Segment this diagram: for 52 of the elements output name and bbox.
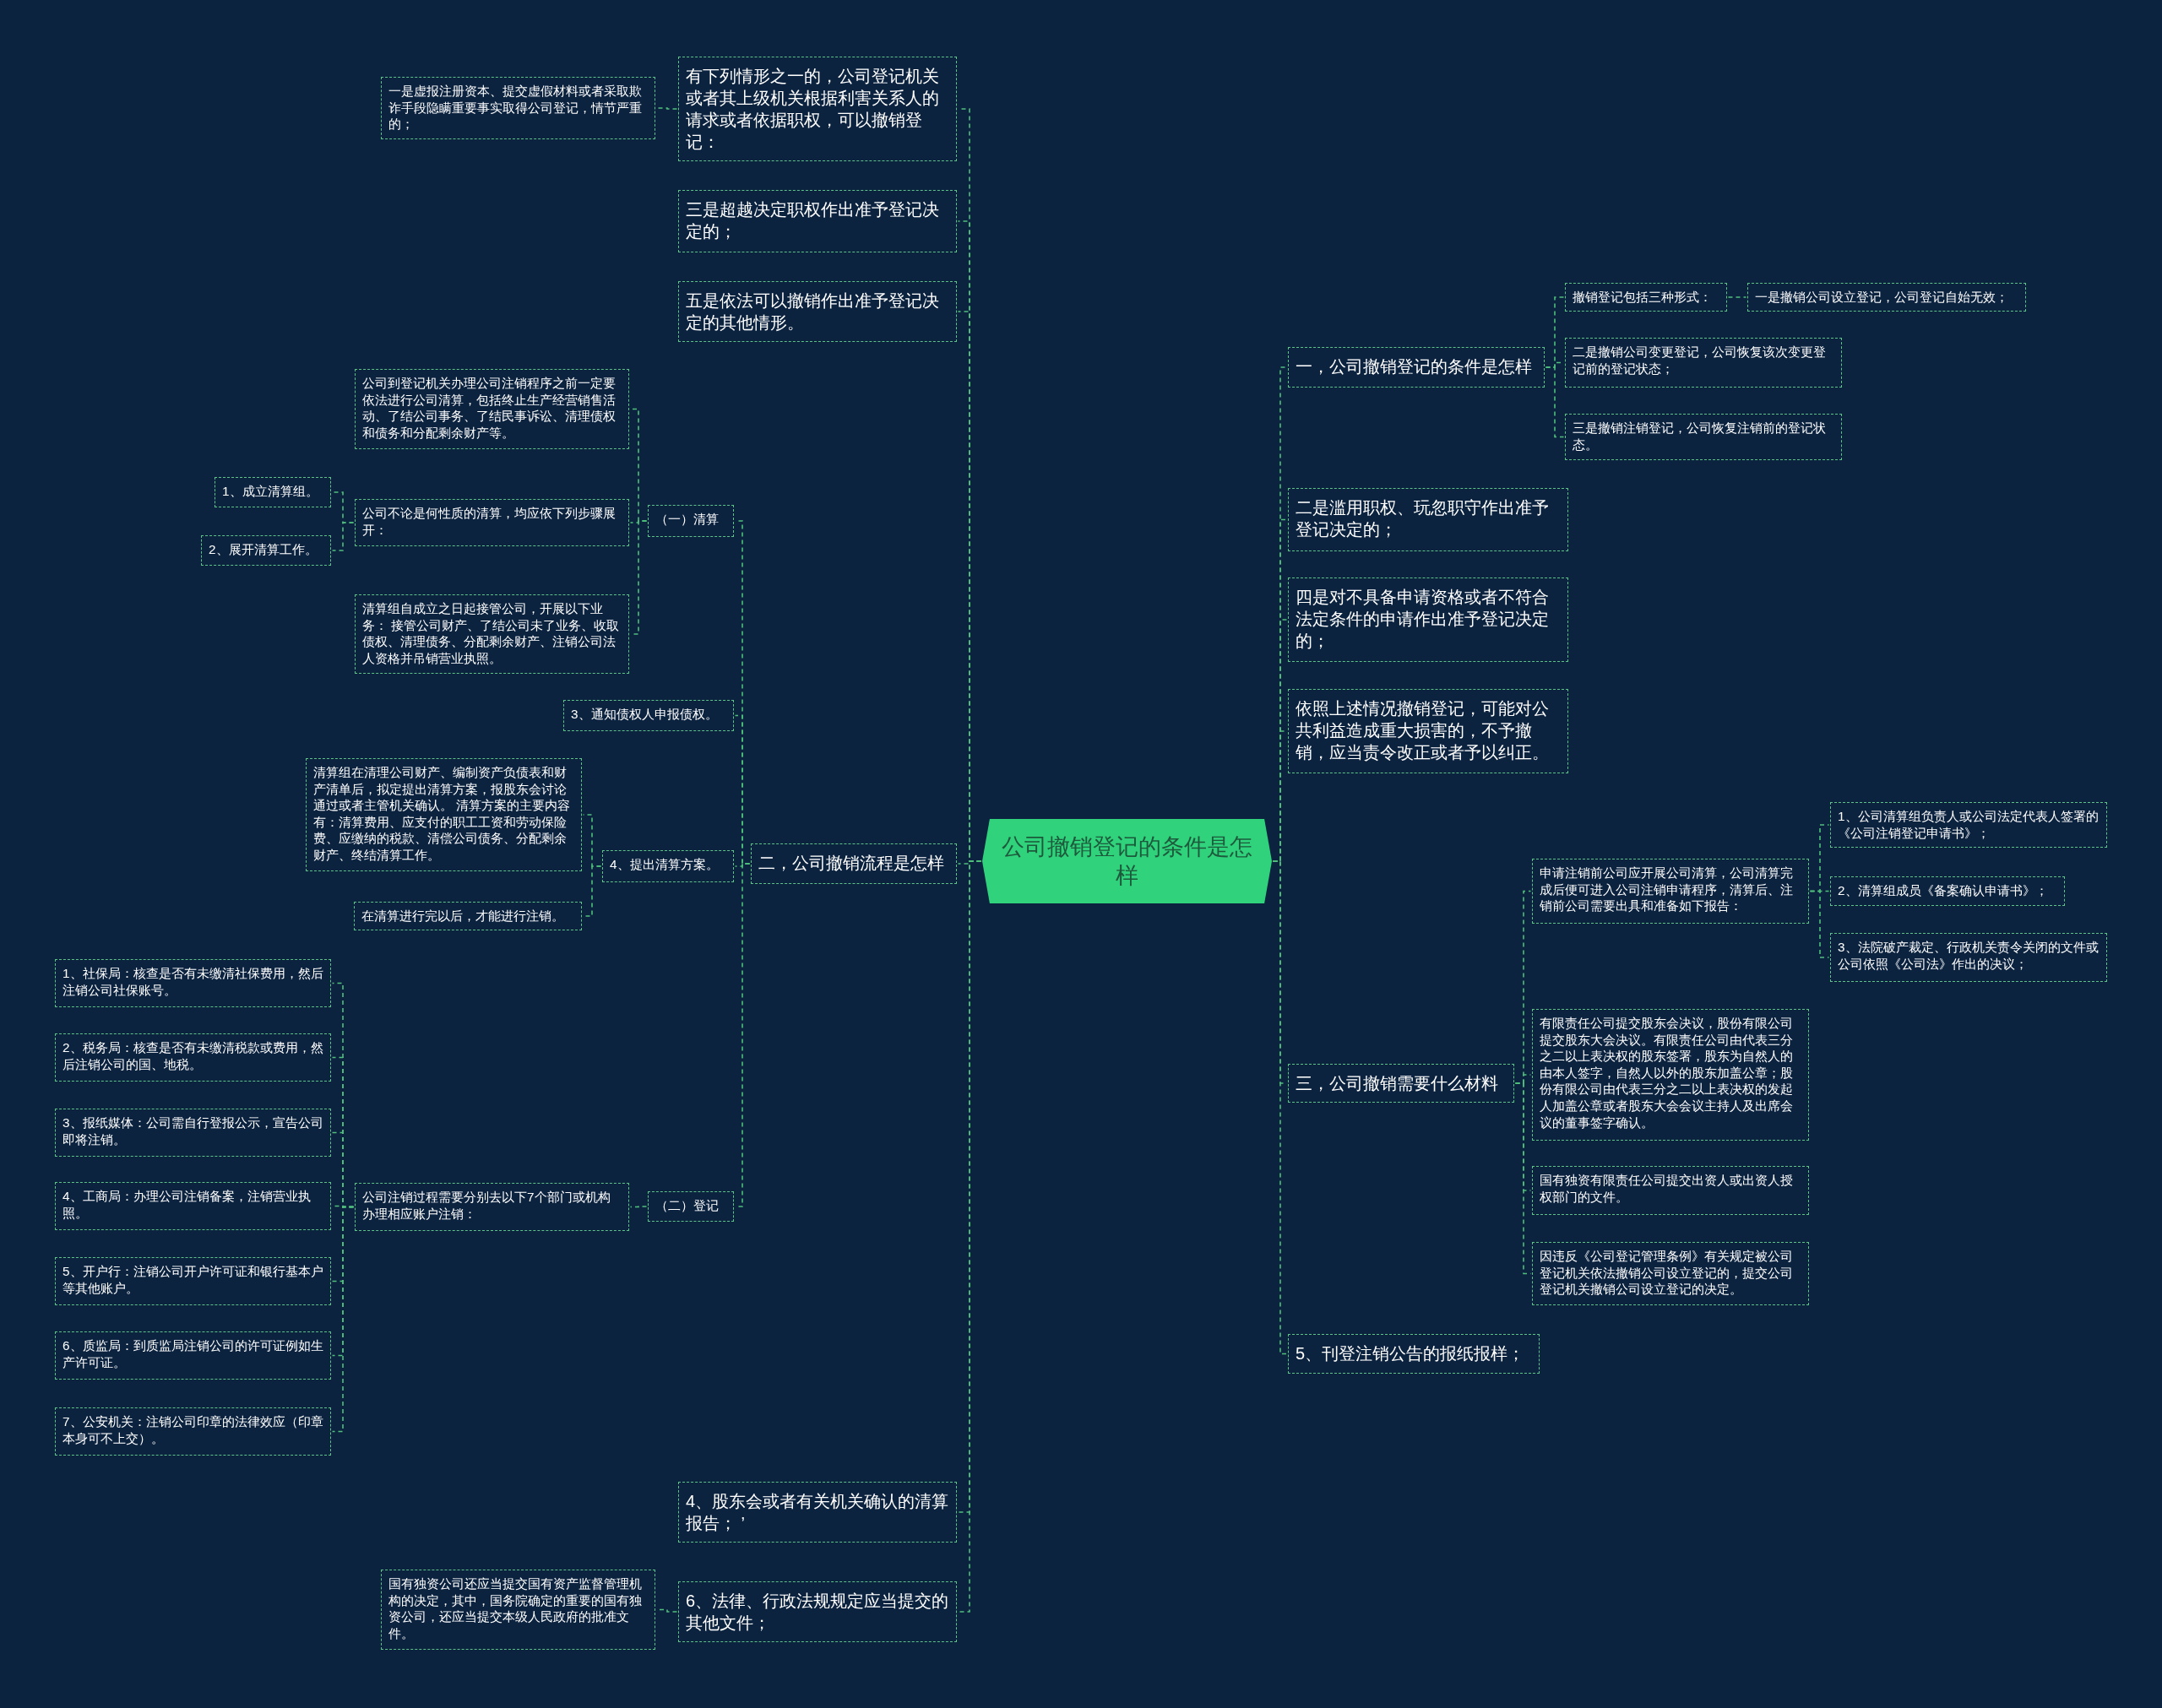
subtopic-box: 撤销登记包括三种形式： [1565,283,1727,312]
subtopic-box: 一是虚报注册资本、提交虚假材料或者采取欺诈手段隐瞒重要事实取得公司登记，情节严重的； [381,77,655,139]
topic-box: 依照上述情况撤销登记，可能对公共利益造成重大损害的，不予撤销，应当责令改正或者予以纠正。 [1288,689,1568,773]
subtopic-box: 公司到登记机关办理公司注销程序之前一定要依法进行公司清算，包括终止生产经营销售活动、了结公司事务、了结民事诉讼、清理债权和债务和分配剩余财产等。 [355,369,629,449]
subtopic-box: 1、社保局：核查是否有未缴清社保费用，然后注销公司社保账号。 [55,959,331,1007]
topic-box: 5、刊登注销公告的报纸报样； [1288,1334,1540,1374]
subtopic-box: 三是撤销注销登记，公司恢复注销前的登记状态。 [1565,414,1842,460]
connector-line [1272,860,1288,1355]
subtopic-box: 公司不论是何性质的清算，均应依下列步骤展开： [355,499,629,546]
subtopic-box: 4、提出清算方案。 [602,850,734,882]
subtopic-box: 1、公司清算组负责人或公司法定代表人签署的《公司注销登记申请书》； [1830,802,2107,848]
connector-line [1727,296,1747,298]
subtopic-box: 3、通知债权人申报债权。 [563,700,734,731]
subtopic-box: 公司注销过程需要分别去以下7个部门或机构办理相应账户注销： [355,1183,629,1231]
subtopic-box: 申请注销前公司应开展公司清算，公司清算完成后便可进入公司注销申请程序，清算后、注销前公司需要出具和准备如下报告： [1532,859,1809,924]
subtopic-box: 6、质监局：到质监局注销公司的许可证例如生产许可证。 [55,1331,331,1380]
connector-line [331,1206,355,1433]
connector-line [1514,1082,1532,1275]
subtopic-box: 4、工商局：办理公司注销备案，注销营业执照。 [55,1182,331,1230]
topic-box: 三，公司撤销需要什么材料 [1288,1064,1514,1103]
topic-box: 五是依法可以撤销作出准予登记决定的其他情形。 [678,281,957,342]
subtopic-box: （二）登记 [648,1191,734,1222]
topic-box: 6、法律、行政法规规定应当提交的其他文件； [678,1581,957,1642]
subtopic-box: 2、展开清算工作。 [201,535,331,566]
connector-line [1545,366,1565,438]
subtopic-box: 国有独资公司还应当提交国有资产监督管理机构的决定，其中，国务院确定的重要的国有独资公司，还应当提交本级人民政府的批准文件。 [381,1570,655,1650]
subtopic-box: 一是撤销公司设立登记，公司登记自始无效； [1747,283,2026,312]
topic-box: 四是对不具备申请资格或者不符合法定条件的申请作出准予登记决定的； [1288,577,1568,662]
subtopic-box: 清算组在清理公司财产、编制资产负债表和财产清单后，拟定提出清算方案，报股东会讨论通过或者主管机关确认。 清算方案的主要内容有：清算费用、应支付的职工工资和劳动保险费、应缴纳的税款、清偿公司债务、分配剩余财产、终结清算工作。 [306,758,582,871]
subtopic-box: 2、清算组成员《备案确认申请书》； [1830,876,2065,906]
subtopic-box: （一）清算 [648,505,734,537]
subtopic-box: 2、税务局：核查是否有未缴清税款或费用，然后注销公司的国、地税。 [55,1033,331,1082]
subtopic-box: 7、公安机关：注销公司印章的法律效应（印章本身可不上交）。 [55,1407,331,1456]
connector-line [331,522,355,551]
subtopic-box: 5、开户行：注销公司开户许可证和银行基本户等其他账户。 [55,1257,331,1305]
subtopic-box: 在清算进行完以后，才能进行注销。 [354,902,582,930]
subtopic-box: 国有独资有限责任公司提交出资人或出资人授权部门的文件。 [1532,1166,1809,1215]
topic-box: 二，公司撤销流程是怎样 [751,843,957,884]
topic-box: 有下列情形之一的，公司登记机关或者其上级机关根据利害关系人的请求或者依据职权，可以撤销登记： [678,57,957,161]
subtopic-box: 二是撤销公司变更登记，公司恢复该次变更登记前的登记状态； [1565,338,1842,388]
topic-box: 三是超越决定职权作出准予登记决定的； [678,190,957,252]
subtopic-box: 有限责任公司提交股东会决议，股份有限公司提交股东大会决议。有限责任公司由代表三分之二以上表决权的股东签署，股东为自然人的由本人签字，自然人以外的股东加盖公章；股份有限公司由代表三分之二以上表决权的发起人加盖公章或者股东大会会议主持人及出席会议的董事签字确认。 [1532,1009,1809,1141]
topic-box: 4、股东会或者有关机关确认的清算报告； ’ [678,1482,957,1543]
subtopic-box: 3、报纸媒体：公司需自行登报公示，宣告公司即将注销。 [55,1109,331,1157]
subtopic-box: 因违反《公司登记管理条例》有关规定被公司登记机关依法撤销公司设立登记的，提交公司登记机关撤销公司设立登记的决定。 [1532,1242,1809,1305]
connector-line [629,1206,648,1208]
subtopic-box: 1、成立清算组。 [215,477,331,507]
subtopic-box: 3、法院破产裁定、行政机关责令关闭的文件或公司依照《公司法》作出的决议； [1830,933,2107,982]
connector-line [1809,890,1830,958]
topic-box: 二是滥用职权、玩忽职守作出准予登记决定的； [1288,488,1568,551]
topic-box: 一，公司撤销登记的条件是怎样 [1288,347,1545,388]
subtopic-box: 清算组自成立之日起接管公司，开展以下业务： 接管公司财产、了结公司未了业务、收取债权、清理债务、分配剩余财产、注销公司法人资格并吊销营业执照。 [355,594,629,674]
